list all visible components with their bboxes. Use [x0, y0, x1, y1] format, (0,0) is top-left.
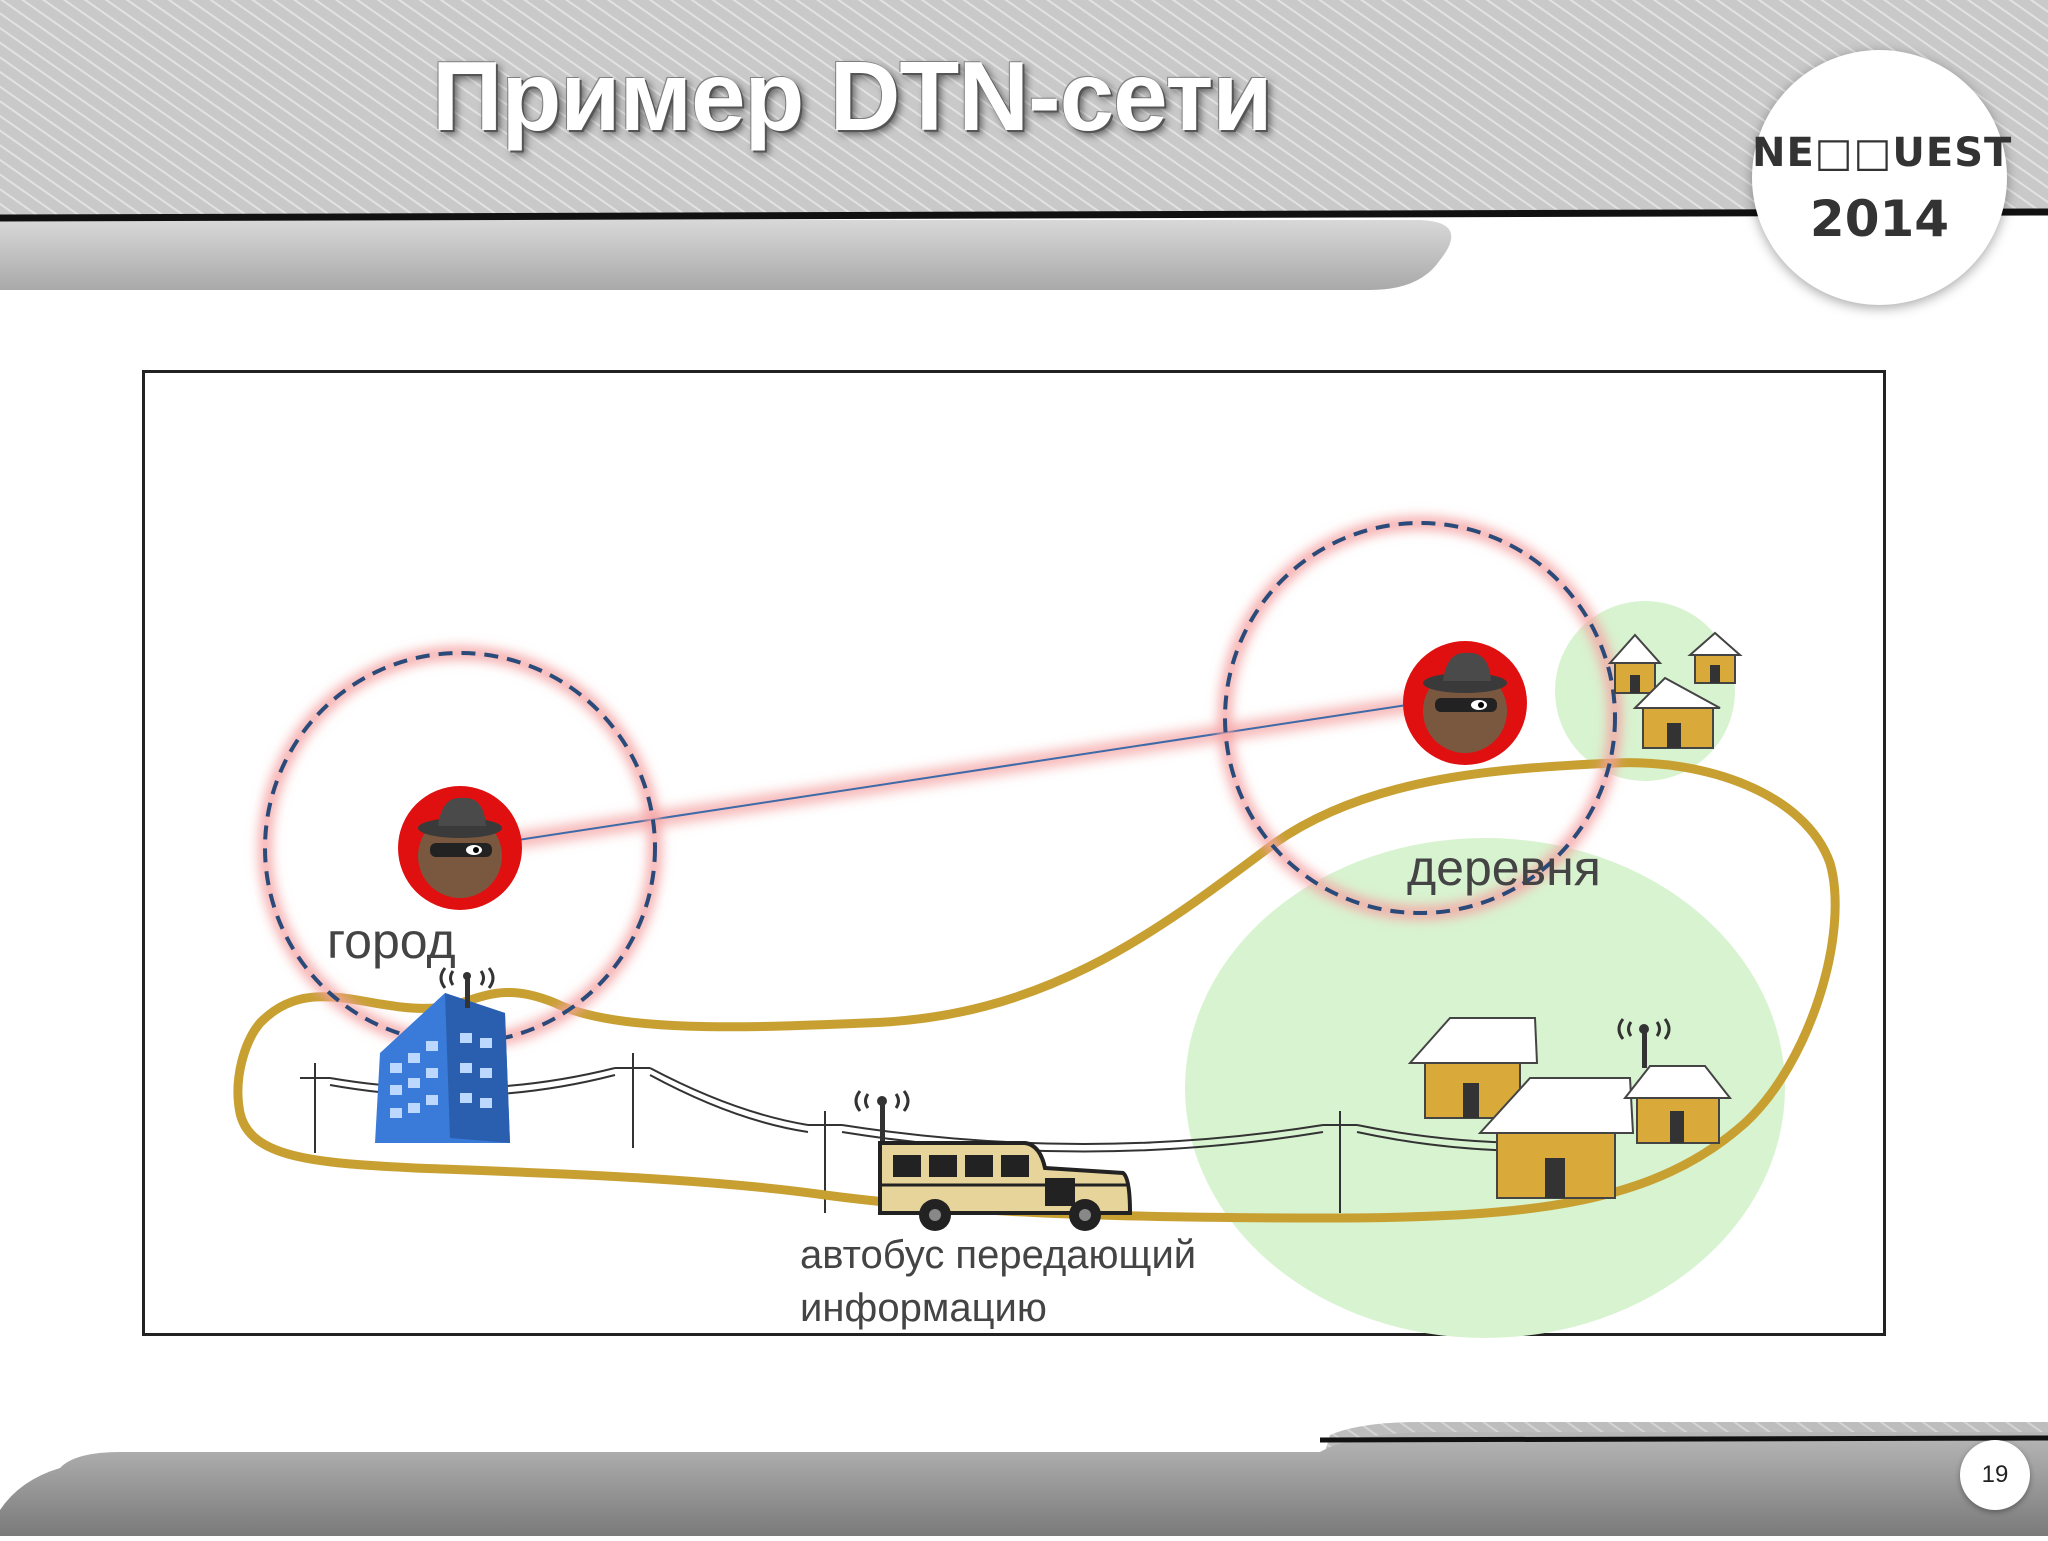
- bus-icon: [854, 1090, 1133, 1231]
- bus-label-line1: автобус передающий: [800, 1233, 1196, 1277]
- village-label: деревня: [1407, 840, 1601, 896]
- attacker-icon: [398, 786, 522, 910]
- dtn-diagram: город деревня автобус передающий информа…: [142, 370, 1886, 1338]
- footer-band: [0, 1410, 2048, 1536]
- bus-label-line2: информацию: [800, 1286, 1047, 1330]
- house-icon: [1632, 676, 1721, 749]
- house-icon: [1687, 631, 1743, 684]
- house-icon: [1477, 1077, 1635, 1199]
- building-icon: [375, 972, 510, 1143]
- page-number: 19: [1960, 1440, 2030, 1510]
- city-label: город: [327, 913, 456, 969]
- antenna-icon: [1617, 1018, 1671, 1068]
- bus-route: [233, 758, 1840, 1223]
- neoquest-logo: NE□□UEST 2014: [1752, 50, 2013, 305]
- diagram-canvas: город деревня автобус передающий информа…: [233, 517, 1840, 1338]
- header-background: [0, 0, 2048, 290]
- footer-background: [0, 1422, 2048, 1536]
- attacker-link: [464, 702, 1421, 849]
- attacker-icon: [1403, 641, 1527, 765]
- house-icon: [1622, 1065, 1733, 1144]
- logo-text: NE□□UEST: [1752, 130, 2013, 176]
- house-icon: [1607, 633, 1663, 694]
- slide-title: Пример DTN-сети: [432, 41, 1273, 151]
- logo-year: 2014: [1809, 190, 1950, 248]
- antenna-icon: [439, 967, 495, 989]
- village-range: [1223, 521, 1617, 915]
- header-band: [0, 0, 2048, 300]
